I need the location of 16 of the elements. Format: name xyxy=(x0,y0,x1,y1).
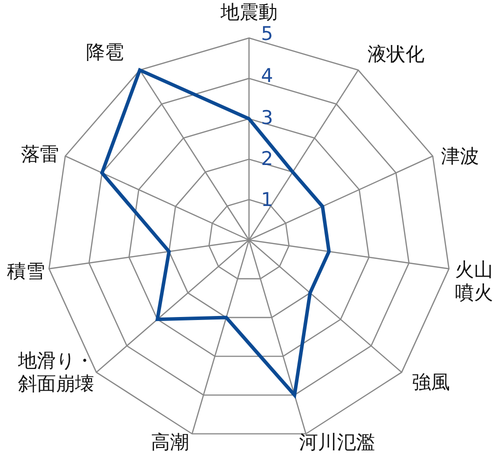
axis-label: 地滑り・斜面崩壊 xyxy=(17,350,95,396)
axis-label: 降雹 xyxy=(85,42,125,64)
scale-number: 3 xyxy=(261,108,274,128)
axis-label: 落雷 xyxy=(20,144,60,166)
scale-number: 4 xyxy=(261,66,274,86)
axis-label: 液状化 xyxy=(366,44,426,66)
axis-label: 積雪 xyxy=(6,260,46,284)
axis-label: 河川氾濫 xyxy=(298,432,376,454)
axis-label: 津波 xyxy=(440,146,480,168)
axis-label: 強風 xyxy=(411,372,451,394)
scale-number: 1 xyxy=(261,190,274,210)
scale-number: 2 xyxy=(261,149,274,169)
axis-label: 高潮 xyxy=(150,432,190,454)
axis-label: 火山噴火 xyxy=(454,259,494,305)
axis-label: 地震動 xyxy=(220,2,278,24)
scale-number: 5 xyxy=(261,24,274,44)
